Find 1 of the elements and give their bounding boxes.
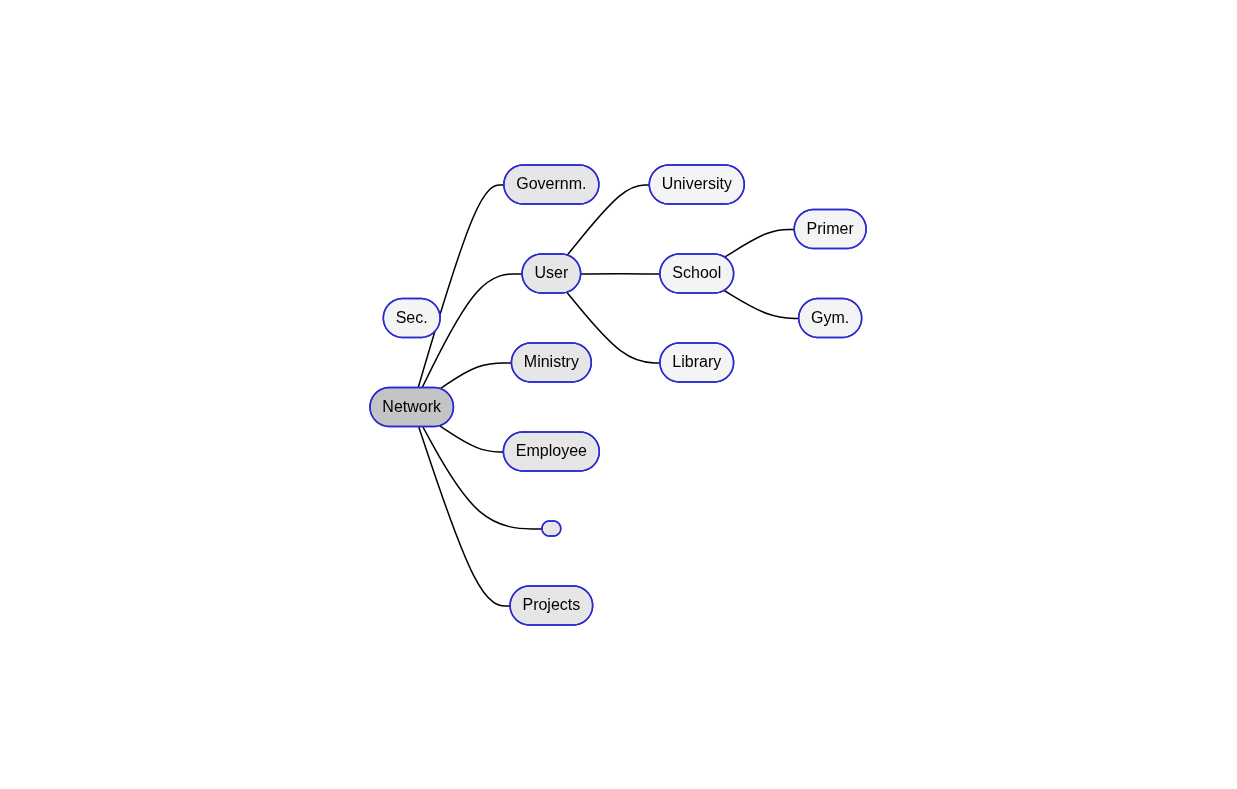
connector [422,425,544,530]
